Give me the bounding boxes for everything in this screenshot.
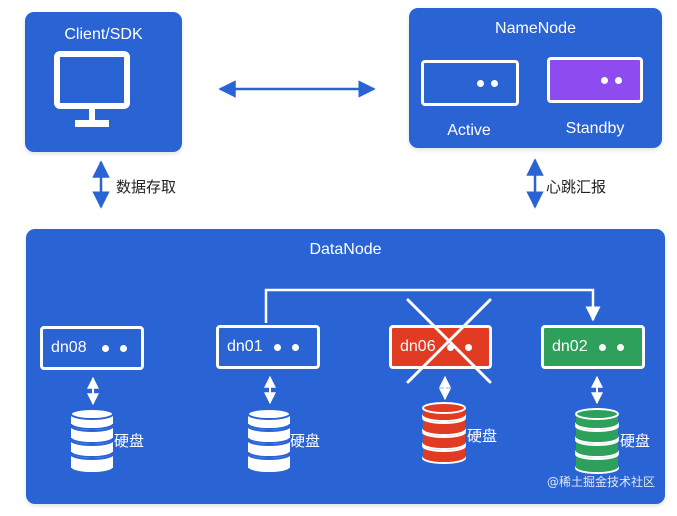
standby-label: Standby <box>565 120 625 137</box>
active-label: Active <box>447 122 491 139</box>
status-dot <box>615 76 622 84</box>
client-sdk-panel: Client/SDK <box>25 12 182 152</box>
node-label: dn01 <box>227 338 263 355</box>
status-dot <box>465 343 472 351</box>
replication-arrow <box>264 288 601 323</box>
node-label: dn08 <box>51 339 87 356</box>
disk-icon-dn01 <box>247 408 291 474</box>
datanode-dn01: dn01 <box>216 325 320 369</box>
disk-icon-dn02 <box>575 408 619 474</box>
disk-label-dn02: 硬盘 <box>620 432 651 450</box>
status-dot <box>102 344 109 352</box>
namenode-title: NameNode <box>495 20 576 37</box>
datanode-title: DataNode <box>309 241 382 258</box>
failure-cross-icon <box>406 298 492 384</box>
status-dot <box>447 343 454 351</box>
status-dot <box>274 343 281 351</box>
datanode-panel: DataNode dn08 dn01 dn06 dn02 硬盘 硬盘 硬盘 硬盘… <box>26 229 665 504</box>
monitor-icon <box>54 51 130 127</box>
disk-label-dn06: 硬盘 <box>467 427 498 445</box>
status-dot <box>599 343 606 351</box>
status-dot <box>601 76 608 84</box>
node-label: dn02 <box>552 338 588 355</box>
status-dot <box>292 343 299 351</box>
namenode-standby-server <box>547 57 643 103</box>
status-dot <box>617 343 624 351</box>
datanode-dn02: dn02 <box>541 325 645 369</box>
datanode-dn08: dn08 <box>40 326 144 370</box>
namenode-active-server <box>421 60 519 106</box>
heartbeat-label: 心跳汇报 <box>546 178 607 196</box>
status-dot <box>120 344 127 352</box>
watermark: @稀土掘金技术社区 <box>546 475 655 489</box>
namenode-panel: NameNode Active Standby <box>409 8 662 148</box>
disk-icon-dn06 <box>422 402 466 464</box>
disk-label-dn08: 硬盘 <box>114 432 145 450</box>
disk-icon-dn08 <box>70 408 114 474</box>
disk-label-dn01: 硬盘 <box>290 432 321 450</box>
node-label: dn06 <box>400 338 436 355</box>
status-dot <box>477 79 484 87</box>
data-access-label: 数据存取 <box>116 178 177 196</box>
client-sdk-title: Client/SDK <box>64 26 143 43</box>
status-dot <box>491 79 498 87</box>
